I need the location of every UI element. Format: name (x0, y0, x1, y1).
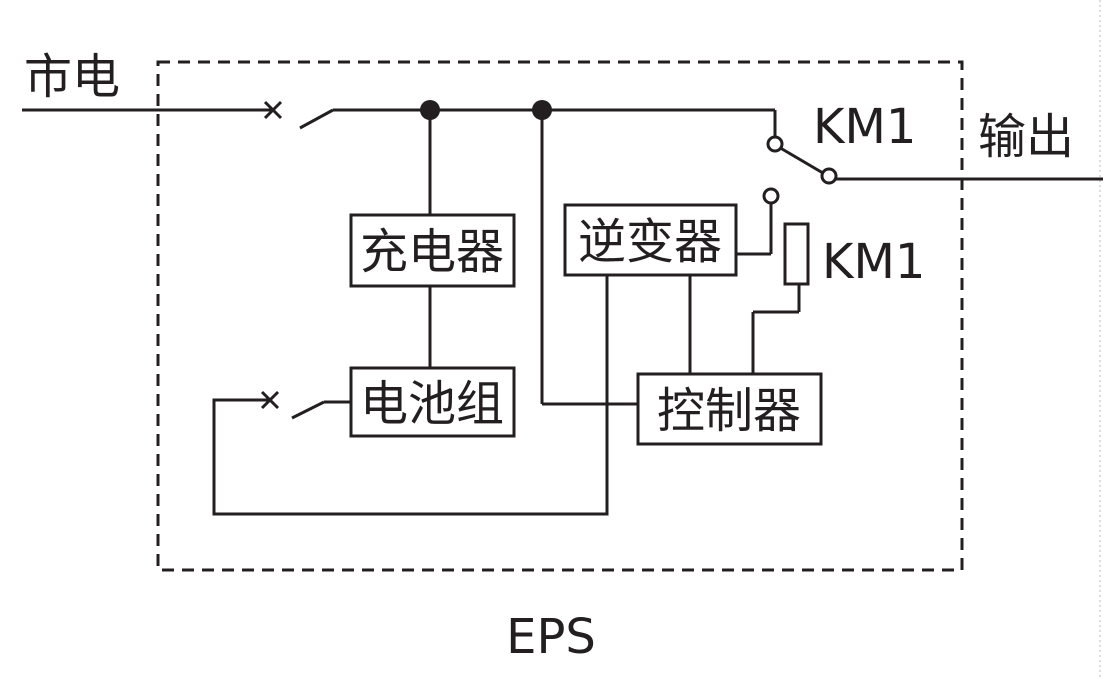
km1-coil (783, 222, 810, 286)
coil-label: KM1 (822, 234, 925, 290)
battery-switch-blade (291, 400, 325, 420)
main-breaker-cross (263, 100, 283, 120)
battery-box (349, 366, 516, 438)
km1-blade (776, 144, 829, 178)
battery-to-inverter-loop (212, 275, 609, 516)
controller-box (636, 372, 823, 446)
charger-box (349, 213, 516, 288)
output-label: 输出 (978, 109, 1074, 165)
inverter-box (563, 203, 738, 277)
charger-label: 充电器 (360, 224, 504, 280)
inverter-label: 逆变器 (578, 214, 722, 270)
battery-label: 电池组 (360, 376, 504, 432)
controller-label: 控制器 (657, 383, 801, 439)
contact-label: KM1 (813, 99, 916, 155)
mains-label: 市电 (24, 49, 120, 105)
eps-label: EPS (506, 609, 596, 665)
main-switch-blade (299, 108, 334, 130)
eps-boundary (156, 60, 964, 572)
km1-contact-top (766, 135, 784, 153)
km1-contact-common (820, 167, 838, 185)
km1-contact-bottom (762, 187, 780, 205)
